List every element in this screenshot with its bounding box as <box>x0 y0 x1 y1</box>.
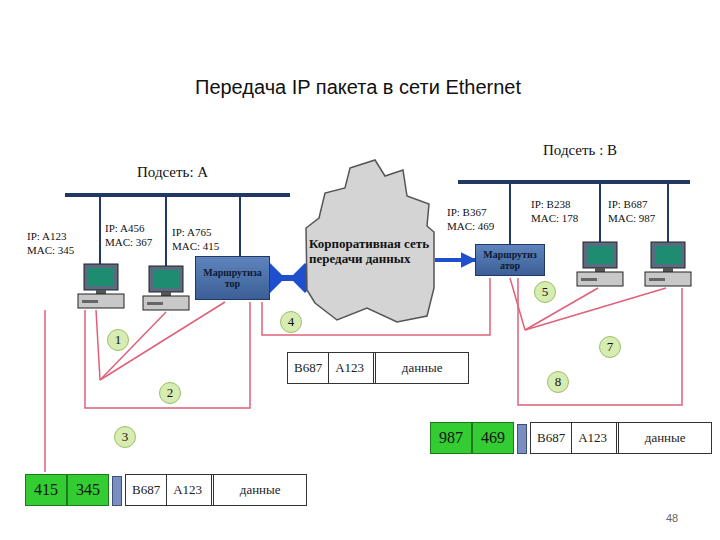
mac-label: MAC: 367 <box>105 236 152 249</box>
ip-packet: B687A123данные <box>530 422 712 454</box>
frame-joint <box>517 424 527 454</box>
packet-field: A123 <box>167 475 214 505</box>
mac-field: 415 <box>25 474 67 506</box>
callout-number: 7 <box>599 336 621 358</box>
mac-field: 469 <box>472 422 514 454</box>
subnet-label: Подсеть : В <box>543 142 617 159</box>
ip-label: IP: B367 <box>447 206 486 219</box>
network-cloud: Корпоративная сеть передачи данных <box>305 158 435 323</box>
packet-field: A123 <box>329 353 376 383</box>
router-label: Маршрутиз атор <box>476 249 544 271</box>
callout-text: 4 <box>288 314 295 330</box>
frame-joint <box>112 476 122 506</box>
ip-packet: B687A123данные <box>287 352 469 384</box>
callout-number: 5 <box>534 281 556 303</box>
router-box: Маршрутиза тор <box>195 256 270 300</box>
ip-label: IP: A456 <box>105 222 144 235</box>
cloud-label: Корпоративная сеть передачи данных <box>309 236 433 266</box>
callout-number: 3 <box>114 426 136 448</box>
computer-icon <box>645 242 691 286</box>
callout-text: 8 <box>555 374 562 390</box>
callout-text: 1 <box>115 332 122 348</box>
ip-label: IP: B238 <box>531 198 570 211</box>
mac-field: 987 <box>430 422 472 454</box>
computer-icon <box>143 266 189 310</box>
packet-field: B687 <box>531 423 572 453</box>
callout-text: 7 <box>607 339 614 355</box>
ethernet-frame: 415345 B687A123данные <box>25 474 307 506</box>
subnet-label: Подсеть: А <box>137 164 208 181</box>
diagram-title: Передача IP пакета в сети Ethernet <box>195 76 521 99</box>
callout-number: 8 <box>547 371 569 393</box>
callout-text: 3 <box>122 429 129 445</box>
callout-text: 5 <box>542 284 549 300</box>
router-box: Маршрутиз атор <box>475 244 545 276</box>
callout-number: 4 <box>280 311 302 333</box>
computer-icon <box>577 242 623 286</box>
router-label: Маршрутиза тор <box>196 267 269 289</box>
network-link <box>270 275 305 281</box>
mac-label: MAC: 469 <box>447 220 494 233</box>
mac-field: 345 <box>67 474 109 506</box>
ip-label: IP: A765 <box>172 226 211 239</box>
ip-packet: B687A123данные <box>125 474 307 506</box>
mac-label: MAC: 178 <box>531 212 578 225</box>
cloud-outline <box>306 160 434 322</box>
ip-label: IP: B687 <box>608 198 647 211</box>
packet-field: A123 <box>572 423 619 453</box>
network-link <box>435 258 475 262</box>
packet-field: данные <box>376 353 468 383</box>
mac-label: MAC: 987 <box>608 212 655 225</box>
packet-field: данные <box>214 475 306 505</box>
ip-label: IP: A123 <box>27 230 66 243</box>
mac-label: MAC: 415 <box>172 240 219 253</box>
ethernet-frame: 987469 B687A123данные <box>430 422 712 454</box>
computer-icon <box>78 264 124 308</box>
page-number: 48 <box>666 512 678 524</box>
mac-label: MAC: 345 <box>27 244 74 257</box>
callout-number: 1 <box>107 329 129 351</box>
packet-field: данные <box>619 423 711 453</box>
callout-text: 2 <box>167 385 174 401</box>
packet-field: B687 <box>288 353 329 383</box>
callout-number: 2 <box>159 382 181 404</box>
packet-field: B687 <box>126 475 167 505</box>
